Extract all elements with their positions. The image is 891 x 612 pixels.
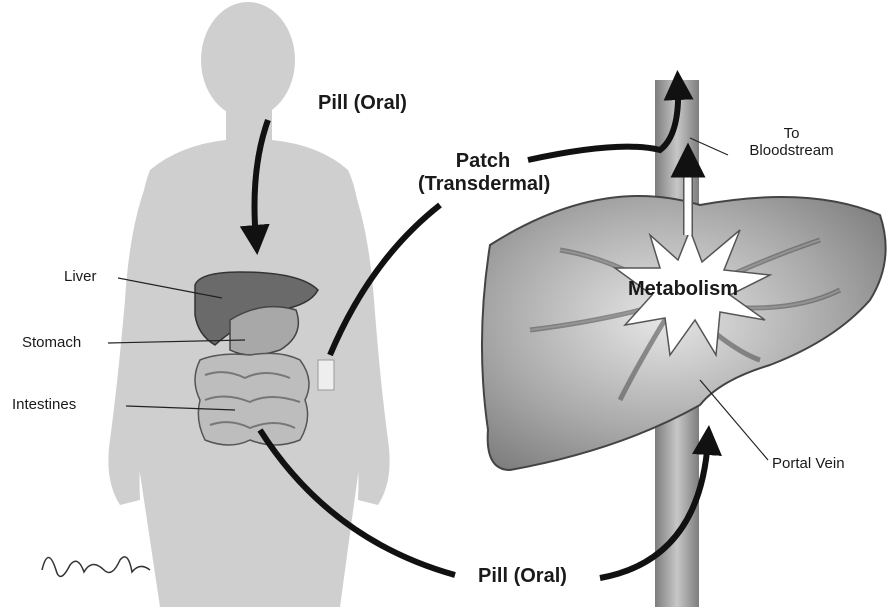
label-portal-vein: Portal Vein bbox=[772, 455, 845, 472]
label-stomach: Stomach bbox=[22, 334, 81, 351]
label-patch-line2: (Transdermal) bbox=[418, 173, 548, 196]
label-to-bloodstream-line1: To bbox=[734, 125, 849, 142]
label-liver: Liver bbox=[64, 268, 97, 285]
label-to-bloodstream: To Bloodstream bbox=[734, 125, 849, 159]
patch-square bbox=[318, 360, 334, 390]
label-pill-oral-bottom: Pill (Oral) bbox=[478, 565, 567, 588]
label-pill-oral-top: Pill (Oral) bbox=[318, 92, 407, 115]
label-intestines: Intestines bbox=[12, 396, 76, 413]
label-patch: Patch (Transdermal) bbox=[418, 150, 548, 196]
label-to-bloodstream-line2: Bloodstream bbox=[734, 142, 849, 159]
label-patch-line1: Patch bbox=[418, 150, 548, 173]
label-metabolism: Metabolism bbox=[628, 278, 738, 301]
signature bbox=[42, 557, 150, 577]
